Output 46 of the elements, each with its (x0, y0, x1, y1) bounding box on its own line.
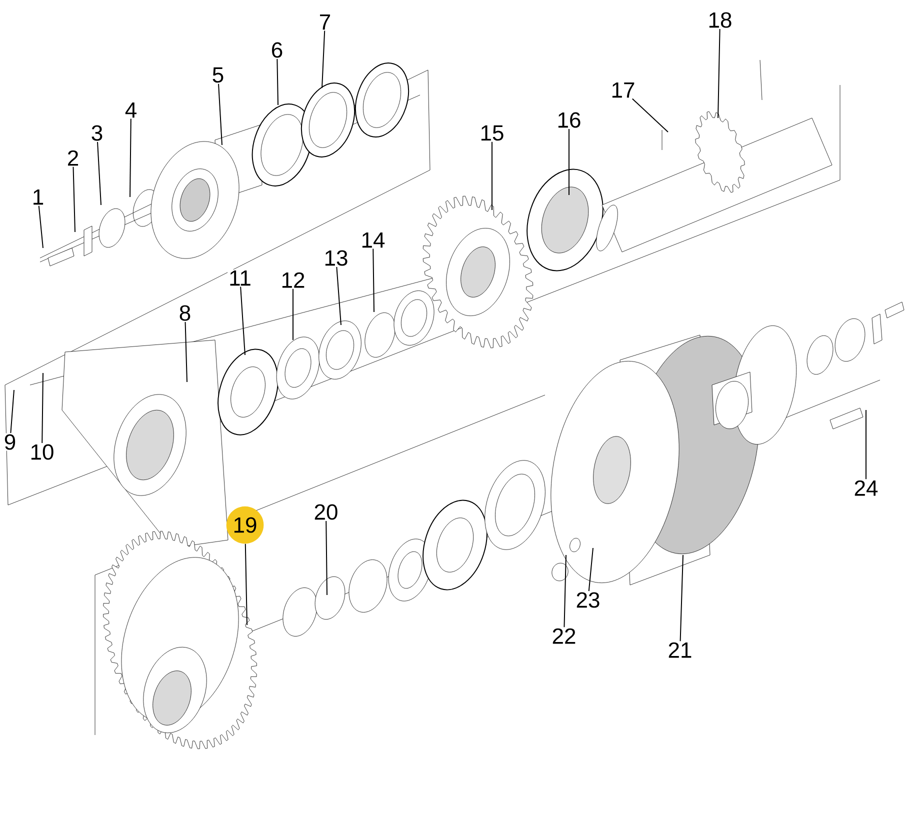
leader-line (336, 266, 342, 326)
callout-number: 20 (312, 503, 340, 521)
callout-number: 11 (228, 269, 252, 287)
leader-line (38, 205, 44, 248)
callout-number: 2 (66, 149, 80, 167)
callout-number: 23 (574, 591, 602, 609)
leader-line (372, 248, 374, 312)
leader-line (564, 554, 566, 628)
callout-number: 8 (178, 304, 192, 322)
leader-line (42, 372, 44, 444)
leader-line (130, 118, 132, 198)
leader-line (568, 128, 570, 196)
callout-number: 12 (280, 271, 306, 289)
leader-line (218, 83, 222, 146)
callout-number: 5 (210, 66, 226, 84)
callout-number: 22 (550, 627, 578, 645)
callout-number: 15 (478, 124, 506, 142)
leader-line (97, 142, 102, 206)
leader-line (588, 548, 594, 592)
callout-number: 21 (666, 641, 694, 659)
callout-number: 4 (124, 101, 138, 119)
leader-line (184, 322, 188, 382)
leader-line (292, 288, 294, 340)
leader-line (276, 58, 278, 106)
callout-number: 13 (322, 249, 350, 267)
callout-number: 17 (610, 81, 636, 99)
highlighted-callout-number: 19 (226, 506, 264, 544)
callout-number: 16 (556, 111, 582, 129)
leader-line (326, 520, 328, 596)
callout-number: 3 (90, 124, 104, 142)
leader-line (244, 543, 248, 626)
callout-number: 24 (852, 479, 880, 497)
callout-number: 18 (706, 11, 734, 29)
callout-number: 14 (360, 231, 386, 249)
callout-number: 1 (30, 188, 46, 206)
callout-number: 10 (28, 443, 56, 461)
leader-line (718, 28, 720, 118)
callout-number: 7 (318, 13, 332, 31)
leader-line (240, 286, 246, 356)
leader-line (680, 554, 684, 642)
leader-line (322, 30, 326, 88)
callout-number: 9 (2, 433, 18, 451)
leader-line (632, 98, 668, 132)
callout-number: 6 (270, 41, 284, 59)
leader-line (72, 166, 76, 232)
leader-line (10, 390, 14, 434)
